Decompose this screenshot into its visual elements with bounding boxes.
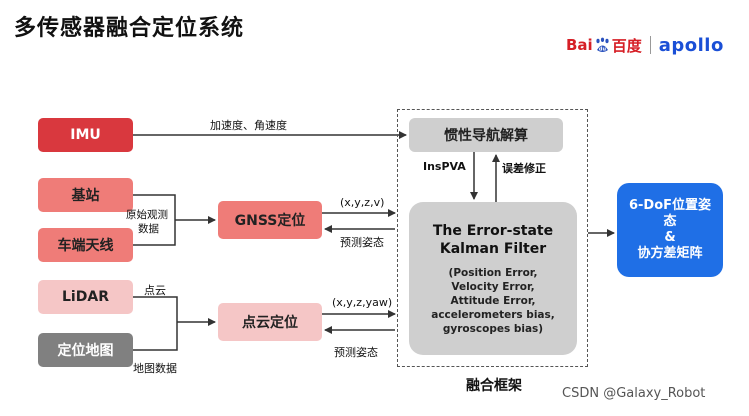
error-correction-label: 误差修正 — [502, 162, 546, 175]
predicted-pose-label-gnss: 预测姿态 — [340, 236, 384, 249]
baidu-logo: Bai du 百度 — [566, 35, 642, 56]
accel-label: 加速度、角速度 — [210, 119, 287, 132]
kalman-state-line: Velocity Error, — [451, 281, 535, 293]
fusion-framework-label: 融合框架 — [466, 378, 522, 394]
kalman-state-line: gyroscopes bias) — [442, 323, 544, 335]
baidu-logo-text-left: Bai — [566, 36, 593, 54]
point-cloud-label: 点云 — [144, 284, 166, 297]
lidar-box: LiDAR — [38, 280, 133, 314]
output-line-3: & — [664, 230, 676, 245]
output-line-4: 协方差矩阵 — [637, 246, 703, 261]
baidu-logo-text-right: 百度 — [611, 36, 642, 55]
antenna-box: 车端天线 — [38, 228, 133, 262]
watermark: CSDN @Galaxy_Robot — [562, 386, 706, 401]
output-line-2: 态 — [663, 214, 677, 229]
error-state-kalman-filter-box: The Error-state Kalman Filter (Position … — [409, 202, 577, 355]
kalman-state-line: Attitude Error, — [450, 295, 536, 307]
base-station-box: 基站 — [38, 178, 133, 212]
inspva-label: InsPVA — [423, 160, 466, 173]
pointcloud-localization-box: 点云定位 — [218, 303, 322, 341]
gnss-localization-box: GNSS定位 — [218, 201, 322, 239]
lidar-map-connector — [133, 296, 178, 351]
xyzyaw-label: (x,y,z,yaw) — [332, 296, 393, 309]
imu-box: IMU — [38, 118, 133, 152]
logo-group: Bai du 百度 apollo — [566, 33, 724, 57]
kalman-title-line-1: The Error-state — [432, 223, 554, 239]
logo-divider — [649, 36, 651, 54]
raw-observation-label-2: 数据 — [138, 223, 159, 235]
raw-observation-label-1: 原始观测 — [126, 209, 168, 221]
kalman-error-states: (Position Error, Velocity Error, Attitud… — [431, 266, 555, 336]
xyzv-label: (x,y,z,v) — [340, 196, 385, 209]
output-6dof-pose-box: 6-DoF位置姿 态 & 协方差矩阵 — [617, 183, 723, 277]
localization-map-box: 定位地图 — [38, 333, 133, 367]
paw-icon: du — [594, 37, 611, 54]
predicted-pose-label-pointcloud: 预测姿态 — [334, 346, 378, 359]
apollo-logo: apollo — [658, 34, 724, 56]
baidu-logo-text-mid: du — [599, 46, 607, 52]
fusion-framework-frame — [397, 109, 588, 367]
ins-solution-box: 惯性导航解算 — [409, 118, 563, 152]
output-line-1: 6-DoF位置姿 — [628, 198, 712, 213]
kalman-title: The Error-state Kalman Filter — [433, 222, 553, 258]
kalman-state-line: (Position Error, — [448, 267, 538, 279]
map-data-label: 地图数据 — [133, 362, 177, 375]
kalman-title-line-2: Kalman Filter — [439, 241, 547, 257]
kalman-state-line: accelerometers bias, — [431, 309, 555, 321]
page-title: 多传感器融合定位系统 — [14, 16, 245, 41]
